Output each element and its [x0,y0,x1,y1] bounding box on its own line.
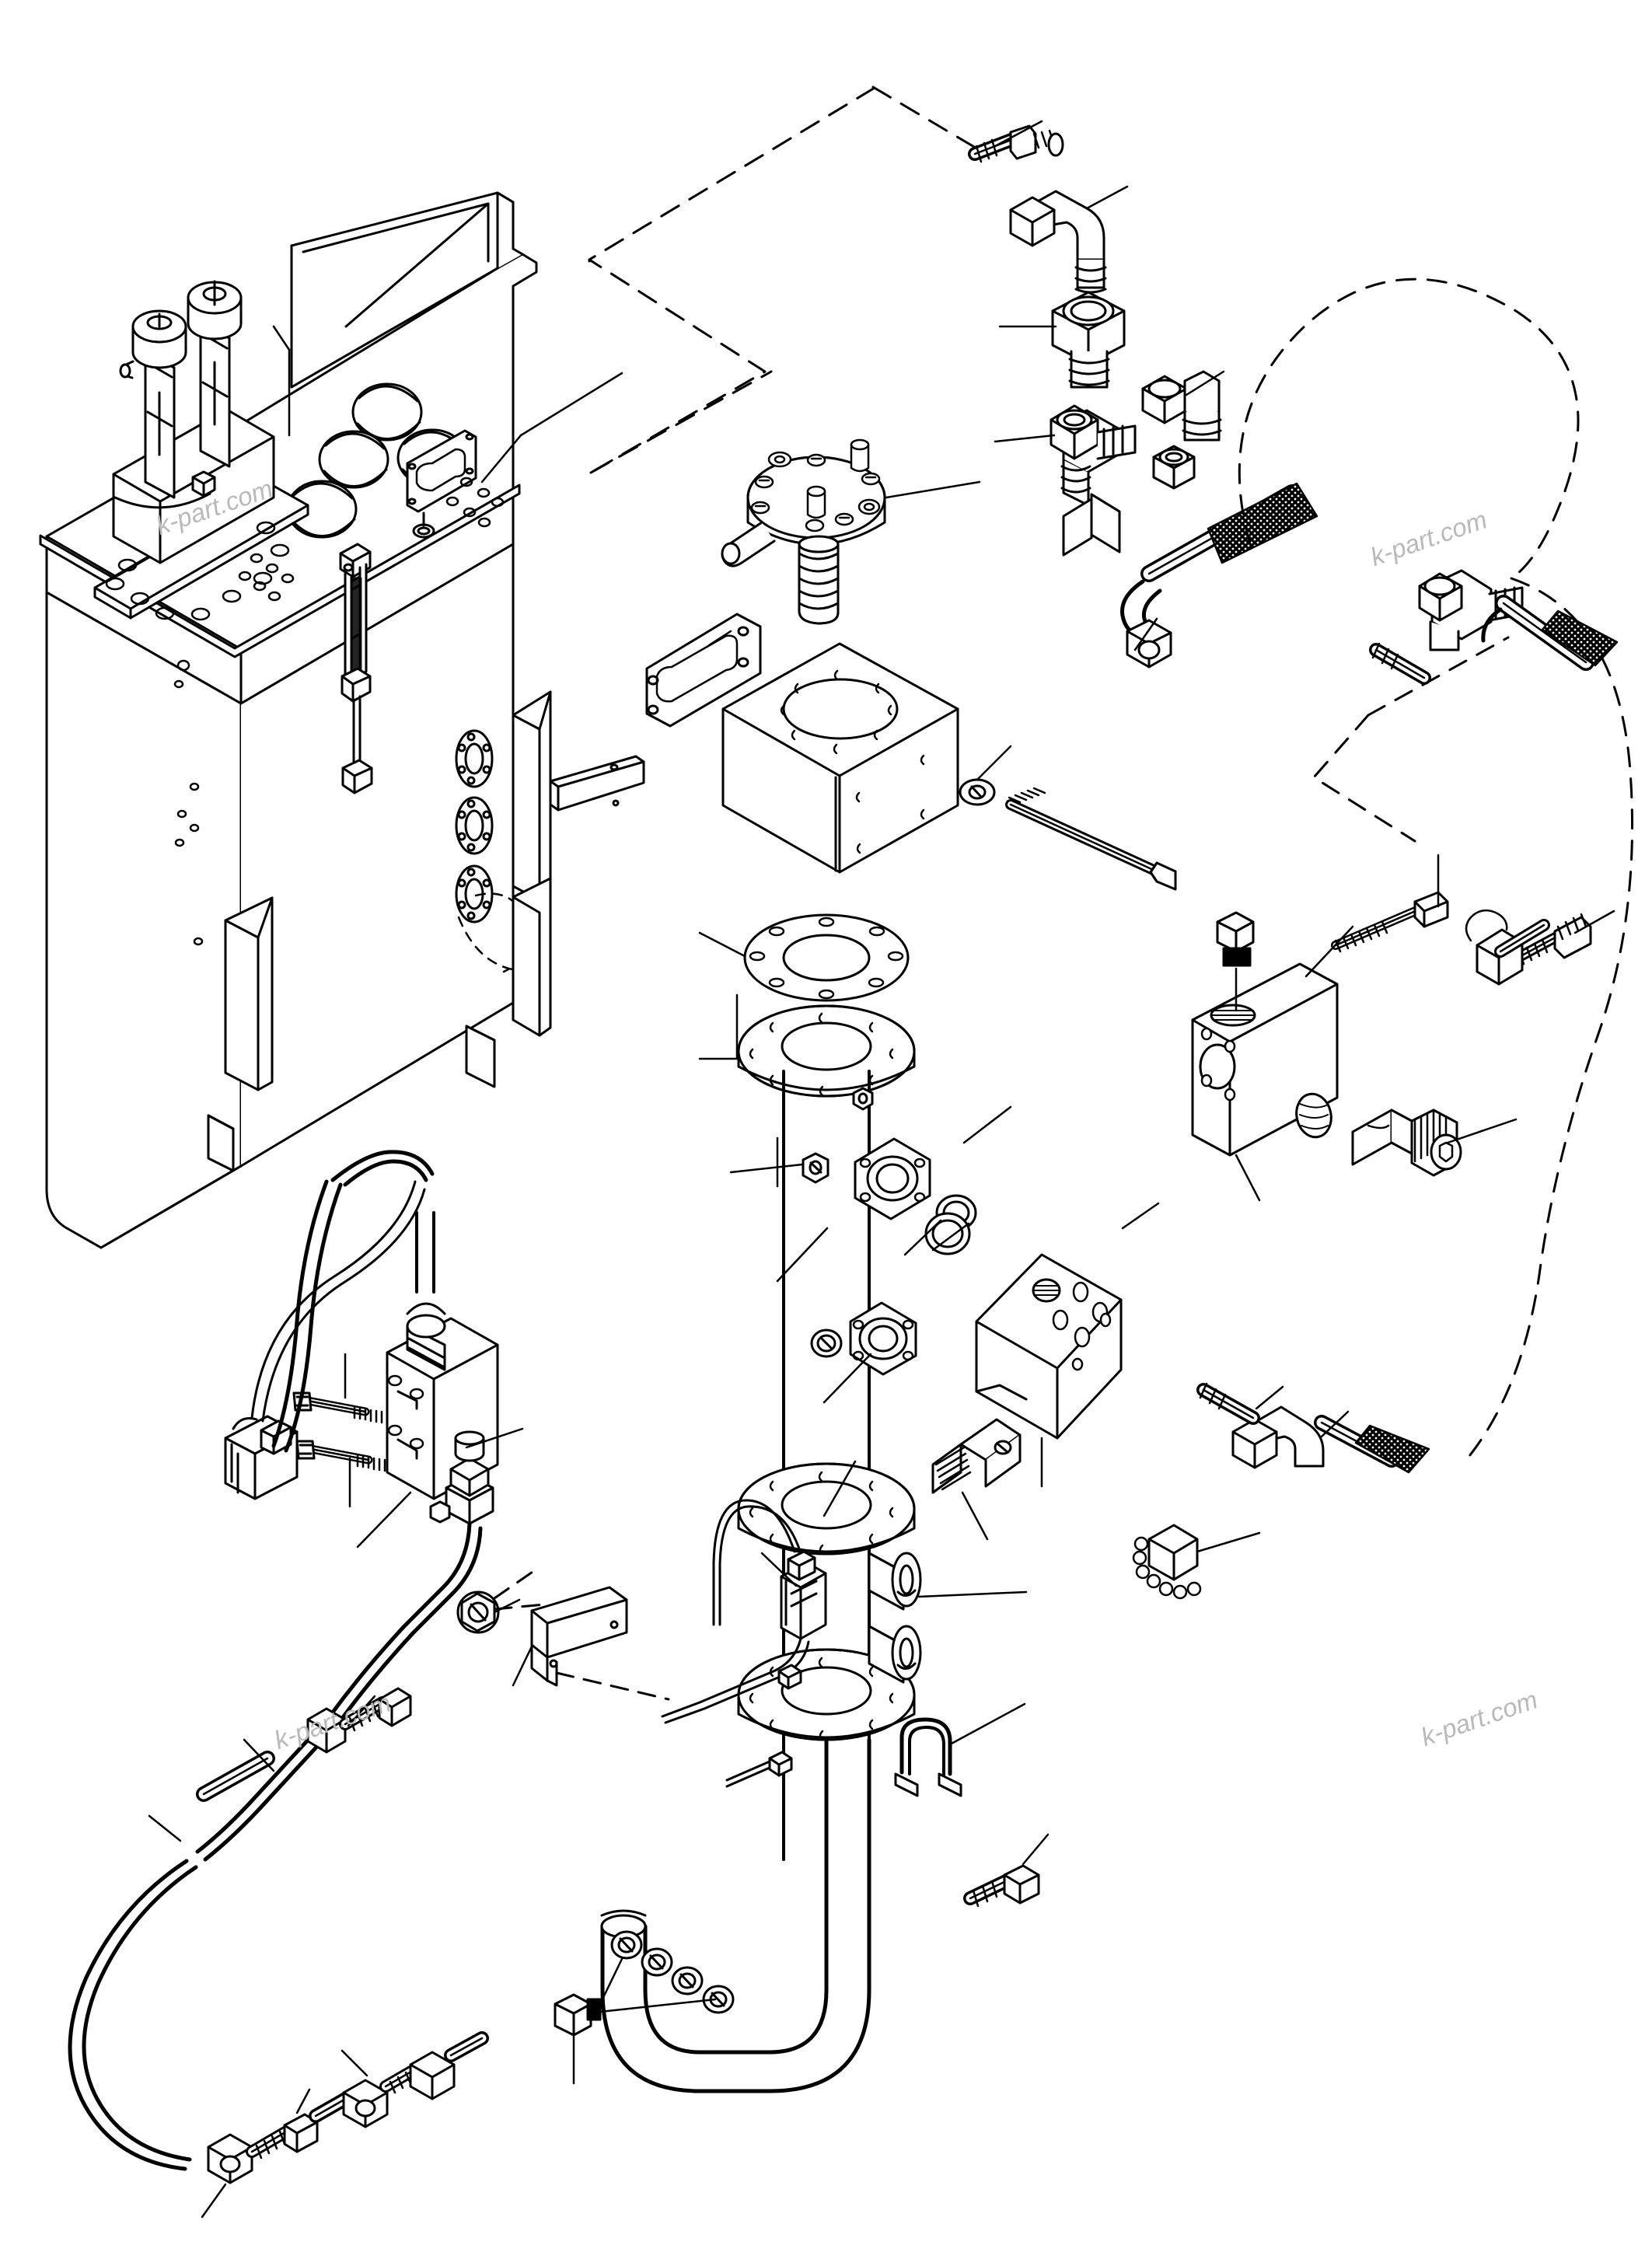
straight-adapter-lower-right [1196,1382,1260,1425]
valve-block-side-holes [855,754,925,854]
hose-fitting-left-a [196,1687,412,1802]
long-through-bolt [1005,787,1177,891]
tube-adapter-left [429,1500,451,1524]
tee-fitting-mid [1418,569,1524,651]
hose-left-upper [271,1150,435,1453]
valve-head-side-nipple [721,521,776,567]
bellows-seal [798,535,840,625]
bracket-nut [456,1590,500,1634]
wire-connector-plug [777,1664,802,1690]
access-cover-plate [406,429,477,513]
tank-bolt-holes [173,477,505,946]
hex-bolt-bottom [963,1864,1040,1908]
sensor-module [780,1550,827,1640]
port-opening-1 [351,382,423,442]
port-fitting-a [610,1930,643,1960]
gusset-rib [512,690,552,902]
ferrule-ring [1465,909,1508,942]
gasket-plate [645,613,762,728]
column-top-flange [737,1004,916,1098]
leader-lines [148,120,1615,2219]
elbow-fitting-right [1231,1405,1430,1474]
chain-links [1132,1536,1202,1600]
branch-port-lower [868,1625,922,1684]
electrical-connector [224,1415,299,1500]
valve-head-ports [750,438,881,532]
valve-head-cap [721,438,886,567]
quick-coupler-lower [1494,919,1550,958]
elbow-fitting-90-small [1141,370,1222,442]
side-flange-fitting [854,1137,931,1220]
routing-path-dashed-top-2 [589,370,773,474]
tank-side-flange-lower [455,864,494,924]
straight-adapter-top [968,124,1064,163]
cartridge-valve [931,1418,1022,1494]
filter-housing-right [187,280,243,468]
routing-path-dashed-right [1238,278,1580,580]
port-fitting-b [641,1947,673,1977]
wire-connector-plug-lower [725,1751,793,1788]
deck-plug [412,512,435,539]
tank-side-flange-mid [455,796,494,855]
hex-nut-small [802,1152,829,1184]
straight-adapter-mid [1062,493,1121,557]
filter-housing-left [119,309,187,499]
pipe-plug [554,1993,602,2037]
hose-upper-right [1120,482,1318,669]
elbow-fitting-90-top [1009,190,1107,294]
hose-left-bottom [68,1859,198,2171]
sensor-connector [787,1550,816,1581]
switch-top-fitting [406,1211,446,1371]
compression-fitting [445,1430,494,1525]
base-hex-nut [191,470,216,498]
port-fitting-c [671,1966,704,1995]
dust-cap-with-chain [1132,1524,1202,1600]
elbow-pipe-u-bend [600,1737,871,2093]
port-fitting-d [702,1985,735,2014]
mounting-bracket-left [224,896,274,1091]
tank-side-panel [45,543,515,1249]
socket-head-bolt [1331,891,1449,953]
routing-path-dashed-right-3 [1312,636,1510,843]
filter-side-nipple [119,360,134,379]
hose-fitting-left-b [207,2031,489,2184]
valve-block-bolt-holes [780,669,892,755]
hex-union-nut-top [1051,291,1126,389]
valve-body-block [721,642,959,874]
mounting-bracket-right [512,877,552,1037]
switch-wire [250,1180,426,1423]
u-bolt-clamp [894,1717,962,1797]
sensor-wire-upper [712,1499,802,1626]
support-arm [549,755,645,812]
cap-screw-upper [292,1391,383,1424]
side-flange-fitting-lower [849,1301,917,1376]
o-ring-seal-lower [810,1329,843,1358]
sight-level-gauge [339,543,373,794]
hex-nut-small-top [1152,445,1196,490]
hex-plug [1216,911,1255,1012]
quick-coupler [1351,1109,1462,1177]
upper-gasket-flange [743,913,910,1002]
manifold-block [1191,962,1339,1157]
tee-fitting-top [1050,404,1137,507]
o-ring-washer-mid [924,1212,971,1255]
l-bracket [530,1586,628,1687]
branch-port-upper [868,1552,922,1611]
washer [959,778,996,806]
port-opening-2 [318,430,389,489]
port-opening-4 [286,480,358,539]
hex-nut-tube-upper [852,1087,874,1111]
routing-path-dashed-top [588,86,985,474]
cap-screw-lower [295,1440,386,1472]
straight-adapter-right [1369,642,1431,685]
hose-left-lower [195,1521,483,1862]
plug-leader-lines [572,1957,717,2085]
tank-side-flange-upper [455,729,494,788]
routing-path-dashed-right-2 [1465,577,1634,1461]
hose-mid-right [1481,595,1619,671]
mounting-plate [975,1253,1123,1440]
tank-back-plate [290,191,524,389]
